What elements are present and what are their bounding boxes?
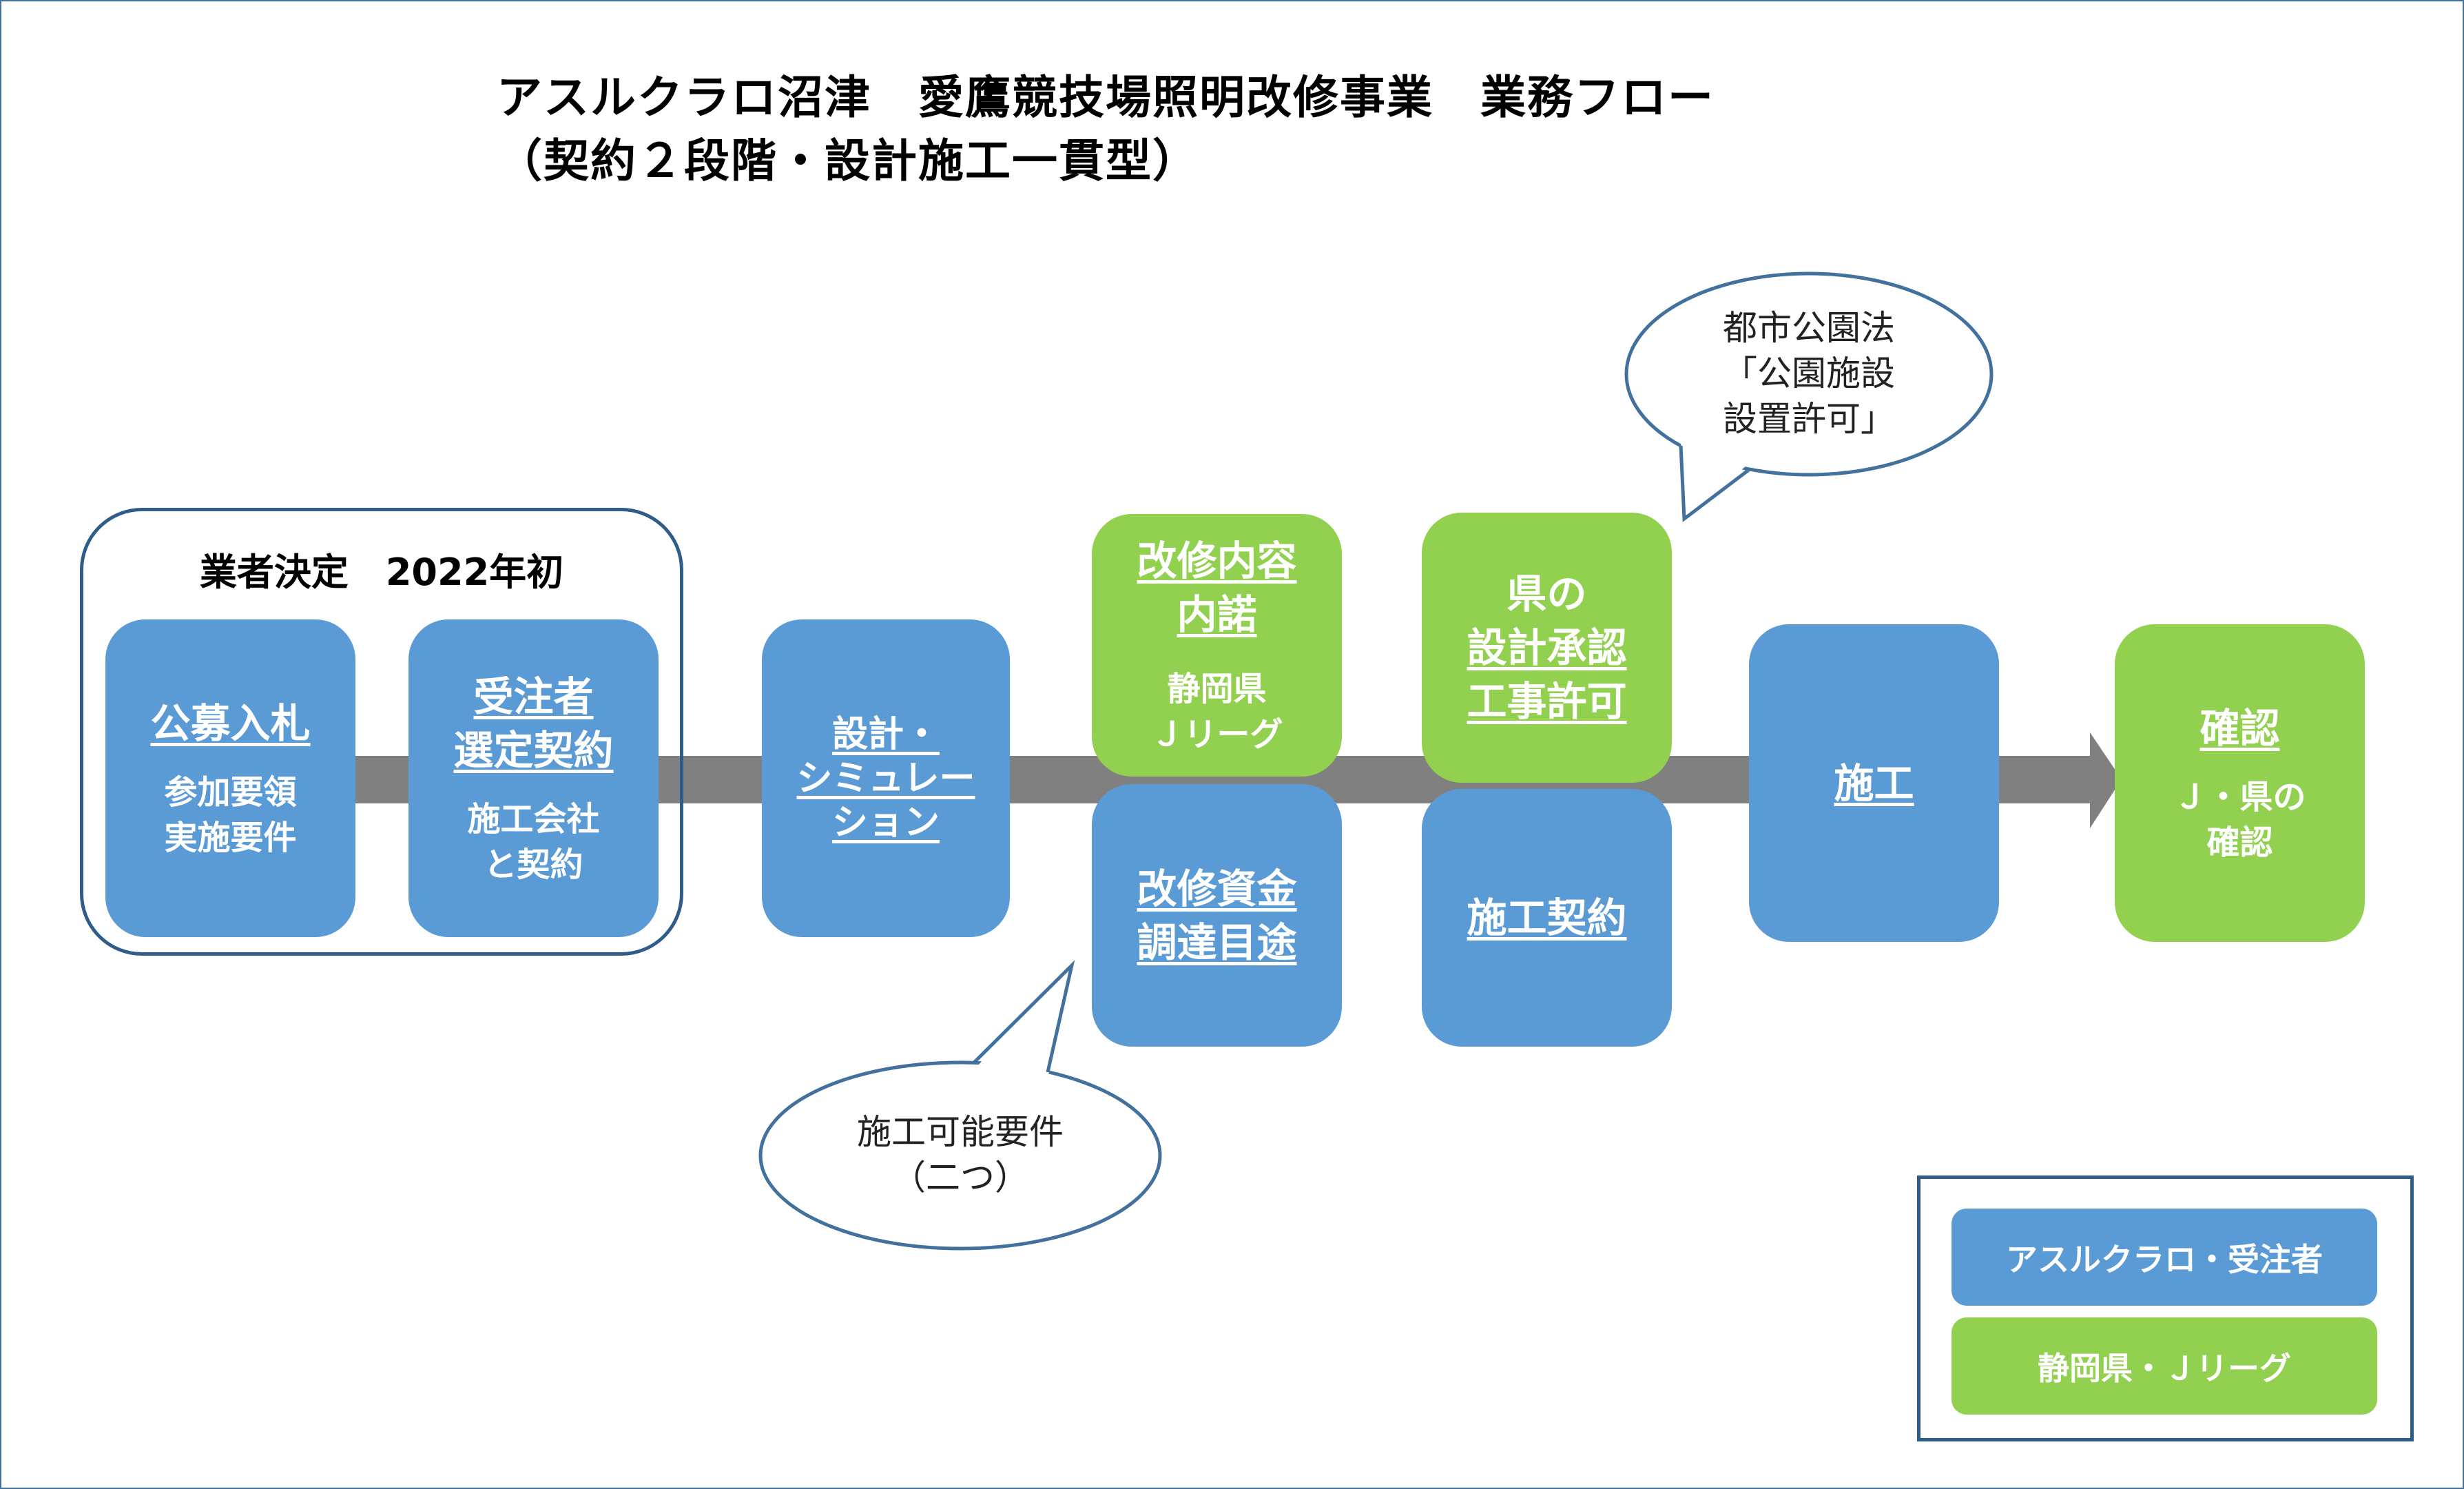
group-label: 業者決定 2022年初 bbox=[199, 551, 564, 594]
step-detail: 参加要領 実施要件 bbox=[164, 772, 297, 857]
callout-park-law: 都市公園法 「公園施設 設置許可」 bbox=[1723, 308, 1895, 439]
step-detail: 静岡県 Ｊリーグ bbox=[1150, 669, 1283, 754]
step-detail: Ｊ・県の 確認 bbox=[2173, 777, 2306, 862]
step-construction[interactable]: 施工 bbox=[1749, 624, 1999, 942]
step-title: 受注者 選定契約 bbox=[453, 672, 614, 774]
step-title: 公募入札 bbox=[150, 699, 311, 747]
step-contractor-selection[interactable]: 受注者 選定契約 施工会社 と契約 bbox=[408, 619, 659, 937]
step-funding[interactable]: 改修資金 調達目途 bbox=[1092, 784, 1342, 1047]
step-title: 確認 bbox=[2199, 704, 2280, 752]
step-title: 改修内容 内諾 bbox=[1137, 537, 1297, 638]
step-confirmation[interactable]: 確認 Ｊ・県の 確認 bbox=[2115, 624, 2365, 942]
diagram-title: アスルクラロ沼津 愛鷹競技場照明改修事業 業務フロー bbox=[497, 71, 1715, 124]
step-prefecture-approval[interactable]: 県の 設計承認 工事許可 bbox=[1422, 513, 1672, 783]
step-title: 改修資金 調達目途 bbox=[1137, 865, 1297, 966]
flow-arrow-head bbox=[2090, 732, 2122, 828]
step-design-simulation[interactable]: 設計・ シミュレー ション bbox=[762, 619, 1010, 937]
step-title: 施工契約 bbox=[1467, 894, 1627, 941]
step-public-bid[interactable]: 公募入札 参加要領 実施要件 bbox=[105, 619, 355, 937]
step-detail: 施工会社 と契約 bbox=[467, 799, 600, 884]
step-title: 設計・ シミュレー ション bbox=[796, 713, 975, 843]
diagram-subtitle: （契約２段階・設計施工一貫型） bbox=[497, 134, 1199, 187]
step-renovation-consent[interactable]: 改修内容 内諾 静岡県 Ｊリーグ bbox=[1092, 514, 1342, 777]
legend-item-client: アスルクラロ・受注者 bbox=[1951, 1209, 2377, 1306]
step-construction-contract[interactable]: 施工契約 bbox=[1422, 789, 1672, 1047]
contractor-selection-group bbox=[80, 508, 683, 956]
step-title-prefix: 県の bbox=[1507, 571, 1587, 617]
step-title: 施工 bbox=[1834, 759, 1914, 807]
callout-park-law-bubble bbox=[1624, 271, 1994, 522]
step-title: 設計承認 工事許可 bbox=[1467, 624, 1627, 725]
callout-requirements: 施工可能要件 （二つ） bbox=[857, 1112, 1064, 1198]
legend bbox=[1917, 1175, 2414, 1441]
callout-requirements-bubble bbox=[758, 960, 1162, 1251]
legend-item-prefecture: 静岡県・Ｊリーグ bbox=[1951, 1317, 2377, 1415]
